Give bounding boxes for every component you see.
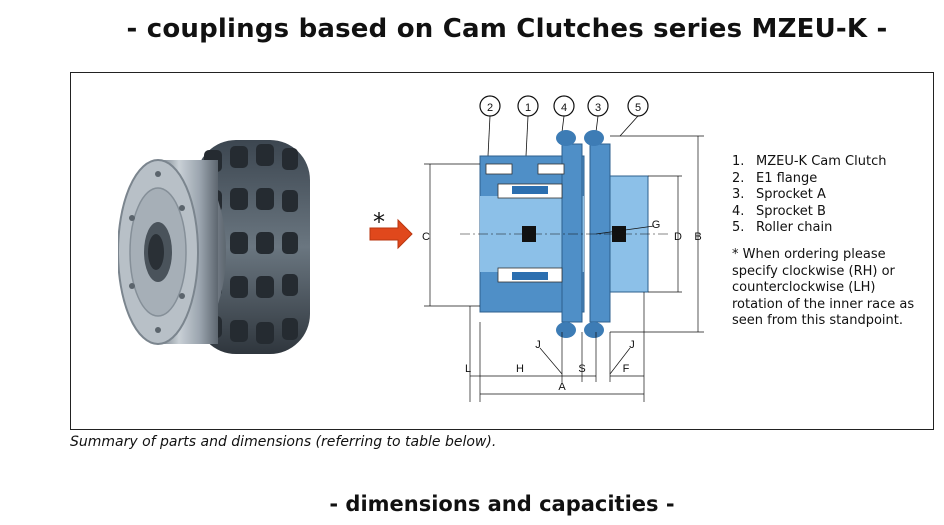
legend-item: 5.Roller chain — [732, 220, 833, 236]
dim-B: B — [694, 231, 701, 243]
coupling-photo — [118, 140, 310, 354]
callout-5: 5 — [635, 102, 641, 114]
section-subtitle: - dimensions and capacities - — [329, 492, 675, 516]
dim-L: L — [465, 363, 471, 375]
page-title: - couplings based on Cam Clutches series… — [126, 14, 888, 44]
dim-E: E — [615, 230, 622, 242]
dim-G: G — [652, 219, 661, 231]
dim-A: A — [558, 381, 566, 393]
figure-frame — [70, 72, 934, 430]
dim-C: C — [422, 231, 430, 243]
dim-J-right: J — [629, 339, 635, 351]
callout-3: 3 — [595, 102, 601, 114]
callout-4: 4 — [561, 102, 567, 114]
direction-arrow-icon — [369, 218, 413, 250]
parts-legend: 1.MZEU-K Cam Clutch 2.E1 flange 3.Sprock… — [732, 154, 928, 330]
callout-1: 1 — [525, 102, 531, 114]
dim-D: D — [674, 231, 682, 243]
dim-I: I — [527, 230, 530, 242]
figure-caption: Summary of parts and dimensions (referri… — [70, 434, 497, 450]
ordering-note: * When ordering please specify clockwise… — [732, 246, 915, 329]
dim-S: S — [578, 363, 585, 375]
dim-J-left: J — [535, 339, 541, 351]
legend-item: 2.E1 flange — [732, 170, 818, 186]
legend-item: 1.MZEU-K Cam Clutch — [732, 154, 887, 169]
legend-item: 3.Sprocket A — [732, 187, 826, 203]
dim-H: H — [516, 363, 524, 375]
callout-2: 2 — [487, 102, 493, 114]
legend-item: 4.Sprocket B — [732, 203, 826, 219]
dim-F: F — [623, 363, 630, 375]
technical-drawing: 2 1 4 3 5 I E — [422, 95, 704, 402]
